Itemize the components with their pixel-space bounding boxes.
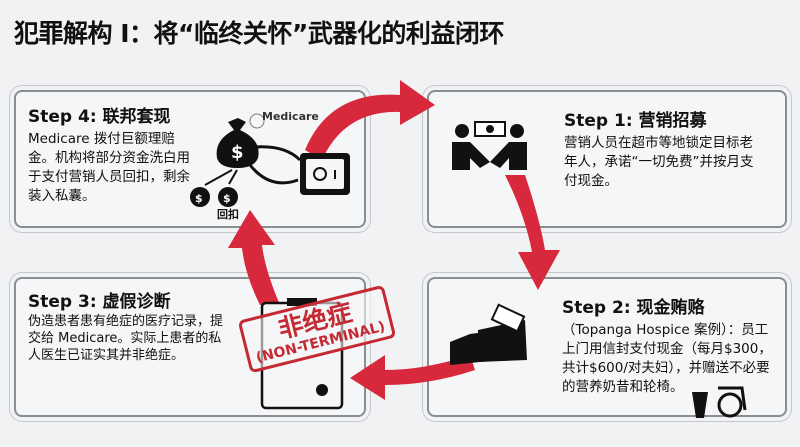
svg-text:$: $ xyxy=(195,192,203,205)
step-body: 伪造患者患有绝症的医疗记录，提交给 Medicare。实际上患者的私人医生已证实… xyxy=(28,314,224,363)
svg-text:$: $ xyxy=(231,142,244,163)
step-heading: Step 1: 营销招募 xyxy=(564,111,707,131)
safe-icon xyxy=(300,153,350,195)
arrow-4-to-1 xyxy=(305,80,435,160)
arrow-2-to-3 xyxy=(350,355,475,400)
arrow-3-to-4 xyxy=(228,210,280,305)
medicare-logo-icon xyxy=(249,113,265,129)
envelope-cash-icon xyxy=(450,303,527,365)
money-bag-icon: $ $ $ xyxy=(190,118,302,207)
step-body: Medicare 拨付巨额理赔金。机构将部分资金洗白用于支付营销人员回扣，剩余装… xyxy=(28,131,190,204)
handshake-money-icon xyxy=(452,121,527,170)
medicare-label: Medicare xyxy=(262,110,319,123)
step-heading: Step 4: 联邦套现 xyxy=(28,107,171,127)
wheelchair-icon xyxy=(717,386,747,418)
page-title: 犯罪解构 I：将“临终关怀”武器化的利益闭环 xyxy=(14,19,504,48)
step-heading: Step 2: 现金贿赂 xyxy=(562,298,705,318)
svg-text:$: $ xyxy=(223,192,231,205)
step-body: 营销人员在超市等地锁定目标老年人，承诺“一切免费”并按月支付现金。 xyxy=(564,135,754,189)
kickback-label: 回扣 xyxy=(217,208,239,221)
milkshake-icon xyxy=(692,392,708,418)
arrow-1-to-2 xyxy=(505,175,560,290)
step-heading: Step 3: 虚假诊断 xyxy=(28,292,171,312)
step-body: （Topanga Hospice 案例）：员工上门用信封支付现金（每月$300，… xyxy=(562,322,772,395)
